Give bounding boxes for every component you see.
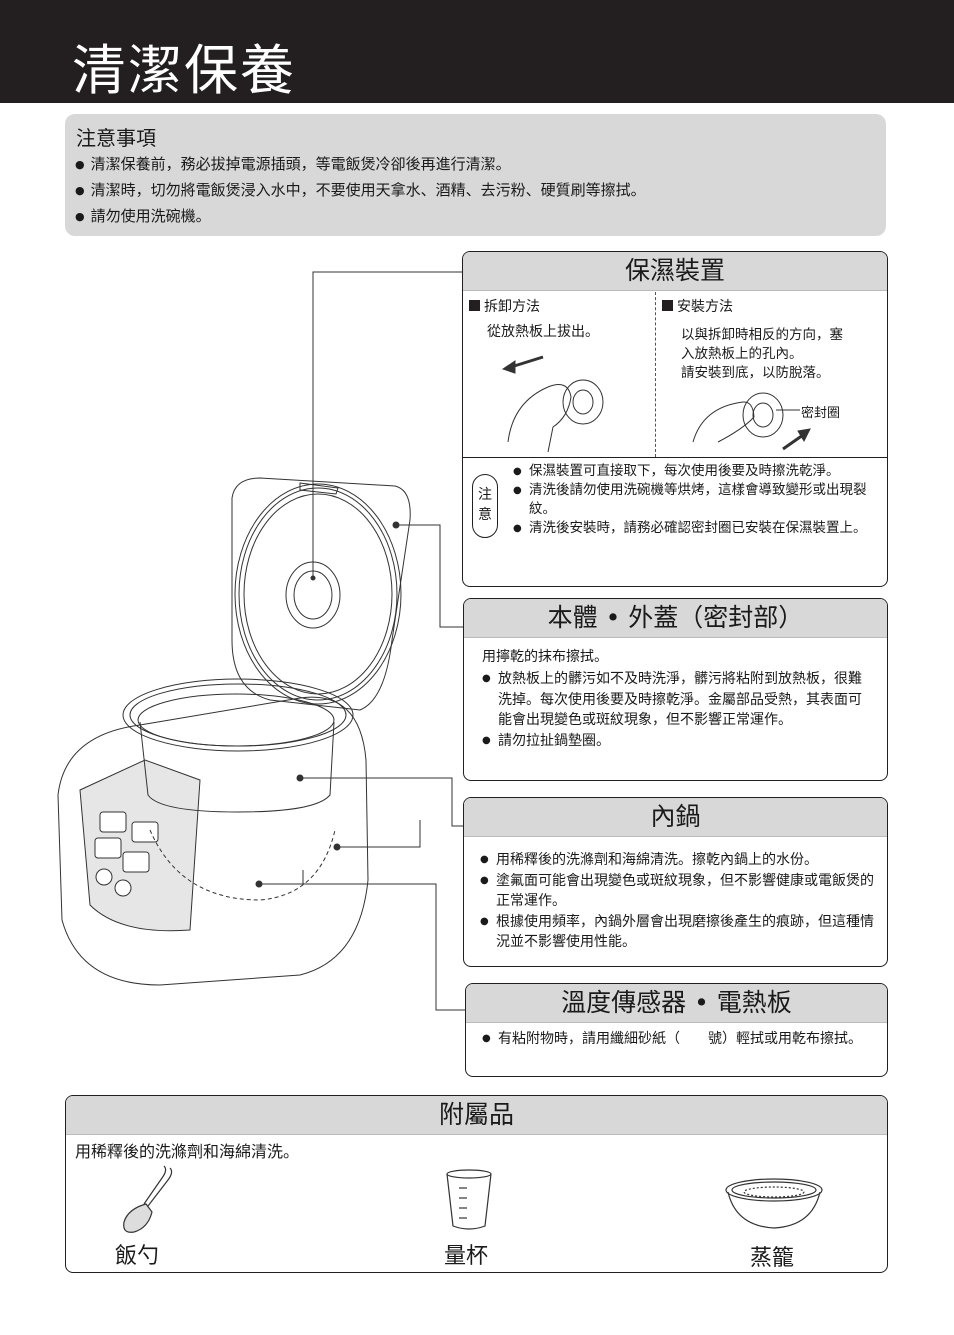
inner-pot-section: 內鍋 用稀釋後的洗滌劑和海綿清洗。擦乾內鍋上的水份。 塗氟面可能會出現變色或斑紋… bbox=[463, 797, 888, 967]
notice-title: 注意事項 bbox=[76, 126, 156, 150]
remove-heading: 拆卸方法 bbox=[469, 296, 540, 316]
notice-item: 請勿使用洗碗機。 bbox=[75, 204, 646, 230]
notice-panel: 注意事項 清潔保養前，務必拔掉電源插頭，等電飯煲冷卻後再進行清潔。 清潔時，切勿… bbox=[65, 114, 886, 236]
sensor-item: 有粘附物時，請用纖細砂紙（ 號）輕拭或用乾布擦拭。 bbox=[482, 1029, 862, 1050]
accessory-label: 蒸籠 bbox=[750, 1246, 795, 1271]
measuring-cup-icon bbox=[446, 1169, 492, 1230]
remove-text: 從放熱板上拔出。 bbox=[487, 324, 599, 340]
notice-list: 清潔保養前，務必拔掉電源插頭，等電飯煲冷卻後再進行清潔。 清潔時，切勿將電飯煲浸… bbox=[75, 152, 646, 230]
body-lid-title: 本體 • 外蓋（密封部） bbox=[464, 599, 887, 638]
seal-label: 密封圈 bbox=[801, 406, 841, 421]
title-bar: 清潔保養 bbox=[0, 0, 954, 103]
caution-item: 清洗後請勿使用洗碗機等烘烤，這樣會導致變形或出現裂紋。 bbox=[513, 481, 873, 519]
accessories-title: 附屬品 bbox=[66, 1096, 887, 1135]
install-title: 安裝方法 bbox=[677, 299, 733, 315]
caution-label: 意 bbox=[478, 507, 492, 523]
install-text: 以與拆卸時相反的方向，塞 入放熱板上的孔內。 請安裝到底，以防脫落。 bbox=[681, 326, 881, 383]
square-bullet-icon bbox=[469, 300, 480, 311]
body-lid-item: 請勿拉扯鍋墊圈。 bbox=[482, 731, 872, 752]
caution-item: 保濕裝置可直接取下，每次使用後要及時擦洗乾淨。 bbox=[513, 462, 873, 481]
remove-illustration bbox=[501, 355, 604, 453]
install-text-line: 入放熱板上的孔內。 bbox=[681, 346, 803, 362]
body-lid-intro: 用擰乾的抹布擦拭。 bbox=[482, 649, 608, 665]
caution-item: 清洗後安裝時，請務必確認密封圈已安裝在保濕裝置上。 bbox=[513, 519, 873, 538]
rice-paddle-icon bbox=[123, 1165, 173, 1233]
caution-badge: 注 意 bbox=[472, 474, 498, 538]
humidity-device-section: 保濕裝置 拆卸方法 從放熱板上拔出。 安裝方法 以與拆卸時相反的方向，塞 入放熱… bbox=[462, 251, 888, 587]
page-title: 清潔保養 bbox=[72, 39, 296, 102]
install-illustration bbox=[692, 392, 811, 451]
sensor-list: 有粘附物時，請用纖細砂紙（ 號）輕拭或用乾布擦拭。 bbox=[482, 1029, 862, 1050]
humidity-title: 保濕裝置 bbox=[463, 252, 887, 291]
divider bbox=[463, 457, 887, 458]
install-text-line: 請安裝到底，以防脫落。 bbox=[681, 365, 830, 381]
remove-title: 拆卸方法 bbox=[484, 299, 540, 315]
steamer-basket-icon bbox=[725, 1178, 823, 1229]
inner-pot-item: 根據使用頻率，內鍋外層會出現磨擦後產生的痕跡，但這種情況並不影響使用性能。 bbox=[480, 912, 874, 953]
humidity-caution-list: 保濕裝置可直接取下，每次使用後要及時擦洗乾淨。 清洗後請勿使用洗碗機等烘烤，這樣… bbox=[513, 462, 873, 538]
sensor-section: 溫度傳感器 • 電熱板 有粘附物時，請用纖細砂紙（ 號）輕拭或用乾布擦拭。 bbox=[465, 983, 888, 1077]
notice-item: 清潔時，切勿將電飯煲浸入水中，不要使用天拿水、酒精、去污粉、硬質刷等擦拭。 bbox=[75, 178, 646, 204]
square-bullet-icon bbox=[662, 300, 673, 311]
divider bbox=[655, 292, 656, 457]
install-text-line: 以與拆卸時相反的方向，塞 bbox=[681, 327, 843, 343]
body-lid-item: 放熱板上的髒污如不及時洗淨，髒污將粘附到放熱板，很難洗掉。每次使用後要及時擦乾淨… bbox=[482, 669, 872, 731]
caution-label: 注 bbox=[478, 487, 492, 503]
accessory-label: 量杯 bbox=[444, 1244, 489, 1269]
body-lid-section: 本體 • 外蓋（密封部） 用擰乾的抹布擦拭。 放熱板上的髒污如不及時洗淨，髒污將… bbox=[463, 598, 888, 781]
sensor-title: 溫度傳感器 • 電熱板 bbox=[466, 984, 887, 1023]
inner-pot-item: 用稀釋後的洗滌劑和海綿清洗。擦乾內鍋上的水份。 bbox=[480, 850, 874, 871]
accessories-section: 附屬品 用稀釋後的洗滌劑和海綿清洗。 飯勺 量杯 蒸籠 bbox=[65, 1095, 888, 1273]
inner-pot-item: 塗氟面可能會出現變色或斑紋現象，但不影響健康或電飯煲的正常運作。 bbox=[480, 871, 874, 912]
body-lid-list: 放熱板上的髒污如不及時洗淨，髒污將粘附到放熱板，很難洗掉。每次使用後要及時擦乾淨… bbox=[482, 669, 872, 751]
install-heading: 安裝方法 bbox=[662, 296, 733, 316]
accessories-intro: 用稀釋後的洗滌劑和海綿清洗。 bbox=[75, 1142, 300, 1161]
inner-pot-title: 內鍋 bbox=[464, 798, 887, 837]
inner-pot-list: 用稀釋後的洗滌劑和海綿清洗。擦乾內鍋上的水份。 塗氟面可能會出現變色或斑紋現象，… bbox=[480, 850, 874, 953]
notice-item: 清潔保養前，務必拔掉電源插頭，等電飯煲冷卻後再進行清潔。 bbox=[75, 152, 646, 178]
accessory-label: 飯勺 bbox=[115, 1244, 160, 1269]
